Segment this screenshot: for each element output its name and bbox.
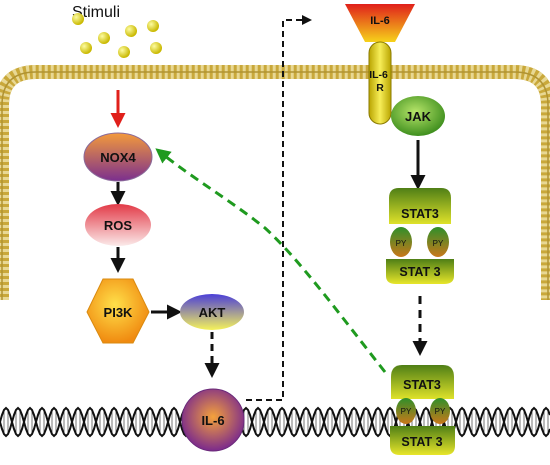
py-right-label: PY (433, 239, 444, 248)
py-right-cytoplasm (427, 227, 449, 257)
cell-membrane (0, 65, 550, 300)
akt-label: AKT (199, 305, 226, 320)
il6r-label-line1: IL-6 (369, 69, 388, 81)
dna-strand-1 (0, 406, 550, 438)
jak-label: JAK (405, 109, 432, 124)
feedback-arrow (155, 148, 387, 373)
stat3-nucleus-top-label: STAT3 (403, 378, 441, 392)
nox4-node: NOX4 (83, 132, 153, 182)
nox4-label: NOX4 (100, 150, 136, 165)
jak-node: JAK (391, 96, 445, 136)
pi3k-node: PI3K (86, 278, 150, 344)
stat3-bottom-label: STAT 3 (399, 265, 440, 279)
pi3k-label: PI3K (104, 305, 134, 320)
il6-gene-label: IL-6 (201, 413, 224, 428)
py-left-label: PY (396, 239, 407, 248)
py-right-nucleus-label: PY (435, 407, 446, 416)
il6r-label-line2: R (376, 82, 384, 94)
py-left-cytoplasm (390, 227, 412, 257)
dna-helix (0, 406, 550, 438)
il6-ligand-label: IL-6 (370, 15, 390, 27)
il6-receptor: IL-6 R (368, 41, 392, 125)
akt-node: AKT (180, 294, 244, 330)
stat3-top-label: STAT3 (401, 207, 439, 221)
py-left-nucleus-label: PY (401, 407, 412, 416)
py-left-nucleus (396, 398, 416, 424)
stat3-dimer-nucleus: STAT3 PY PY STAT 3 (390, 365, 455, 455)
dna-strand-2 (0, 406, 550, 438)
ros-node: ROS (85, 204, 151, 246)
stimuli-particles (72, 13, 162, 58)
ros-label: ROS (104, 218, 133, 233)
il6-gene-node: IL-6 (181, 388, 245, 452)
il6-ligand: IL-6 (345, 4, 415, 42)
stat3-dimer-cytoplasm: STAT3 PY PY STAT 3 (386, 188, 454, 284)
stat3-nucleus-bottom-label: STAT 3 (401, 435, 442, 449)
il6r-label: IL-6 R (369, 69, 391, 94)
stimuli-label: Stimuli (72, 4, 120, 21)
py-right-nucleus (430, 398, 450, 424)
